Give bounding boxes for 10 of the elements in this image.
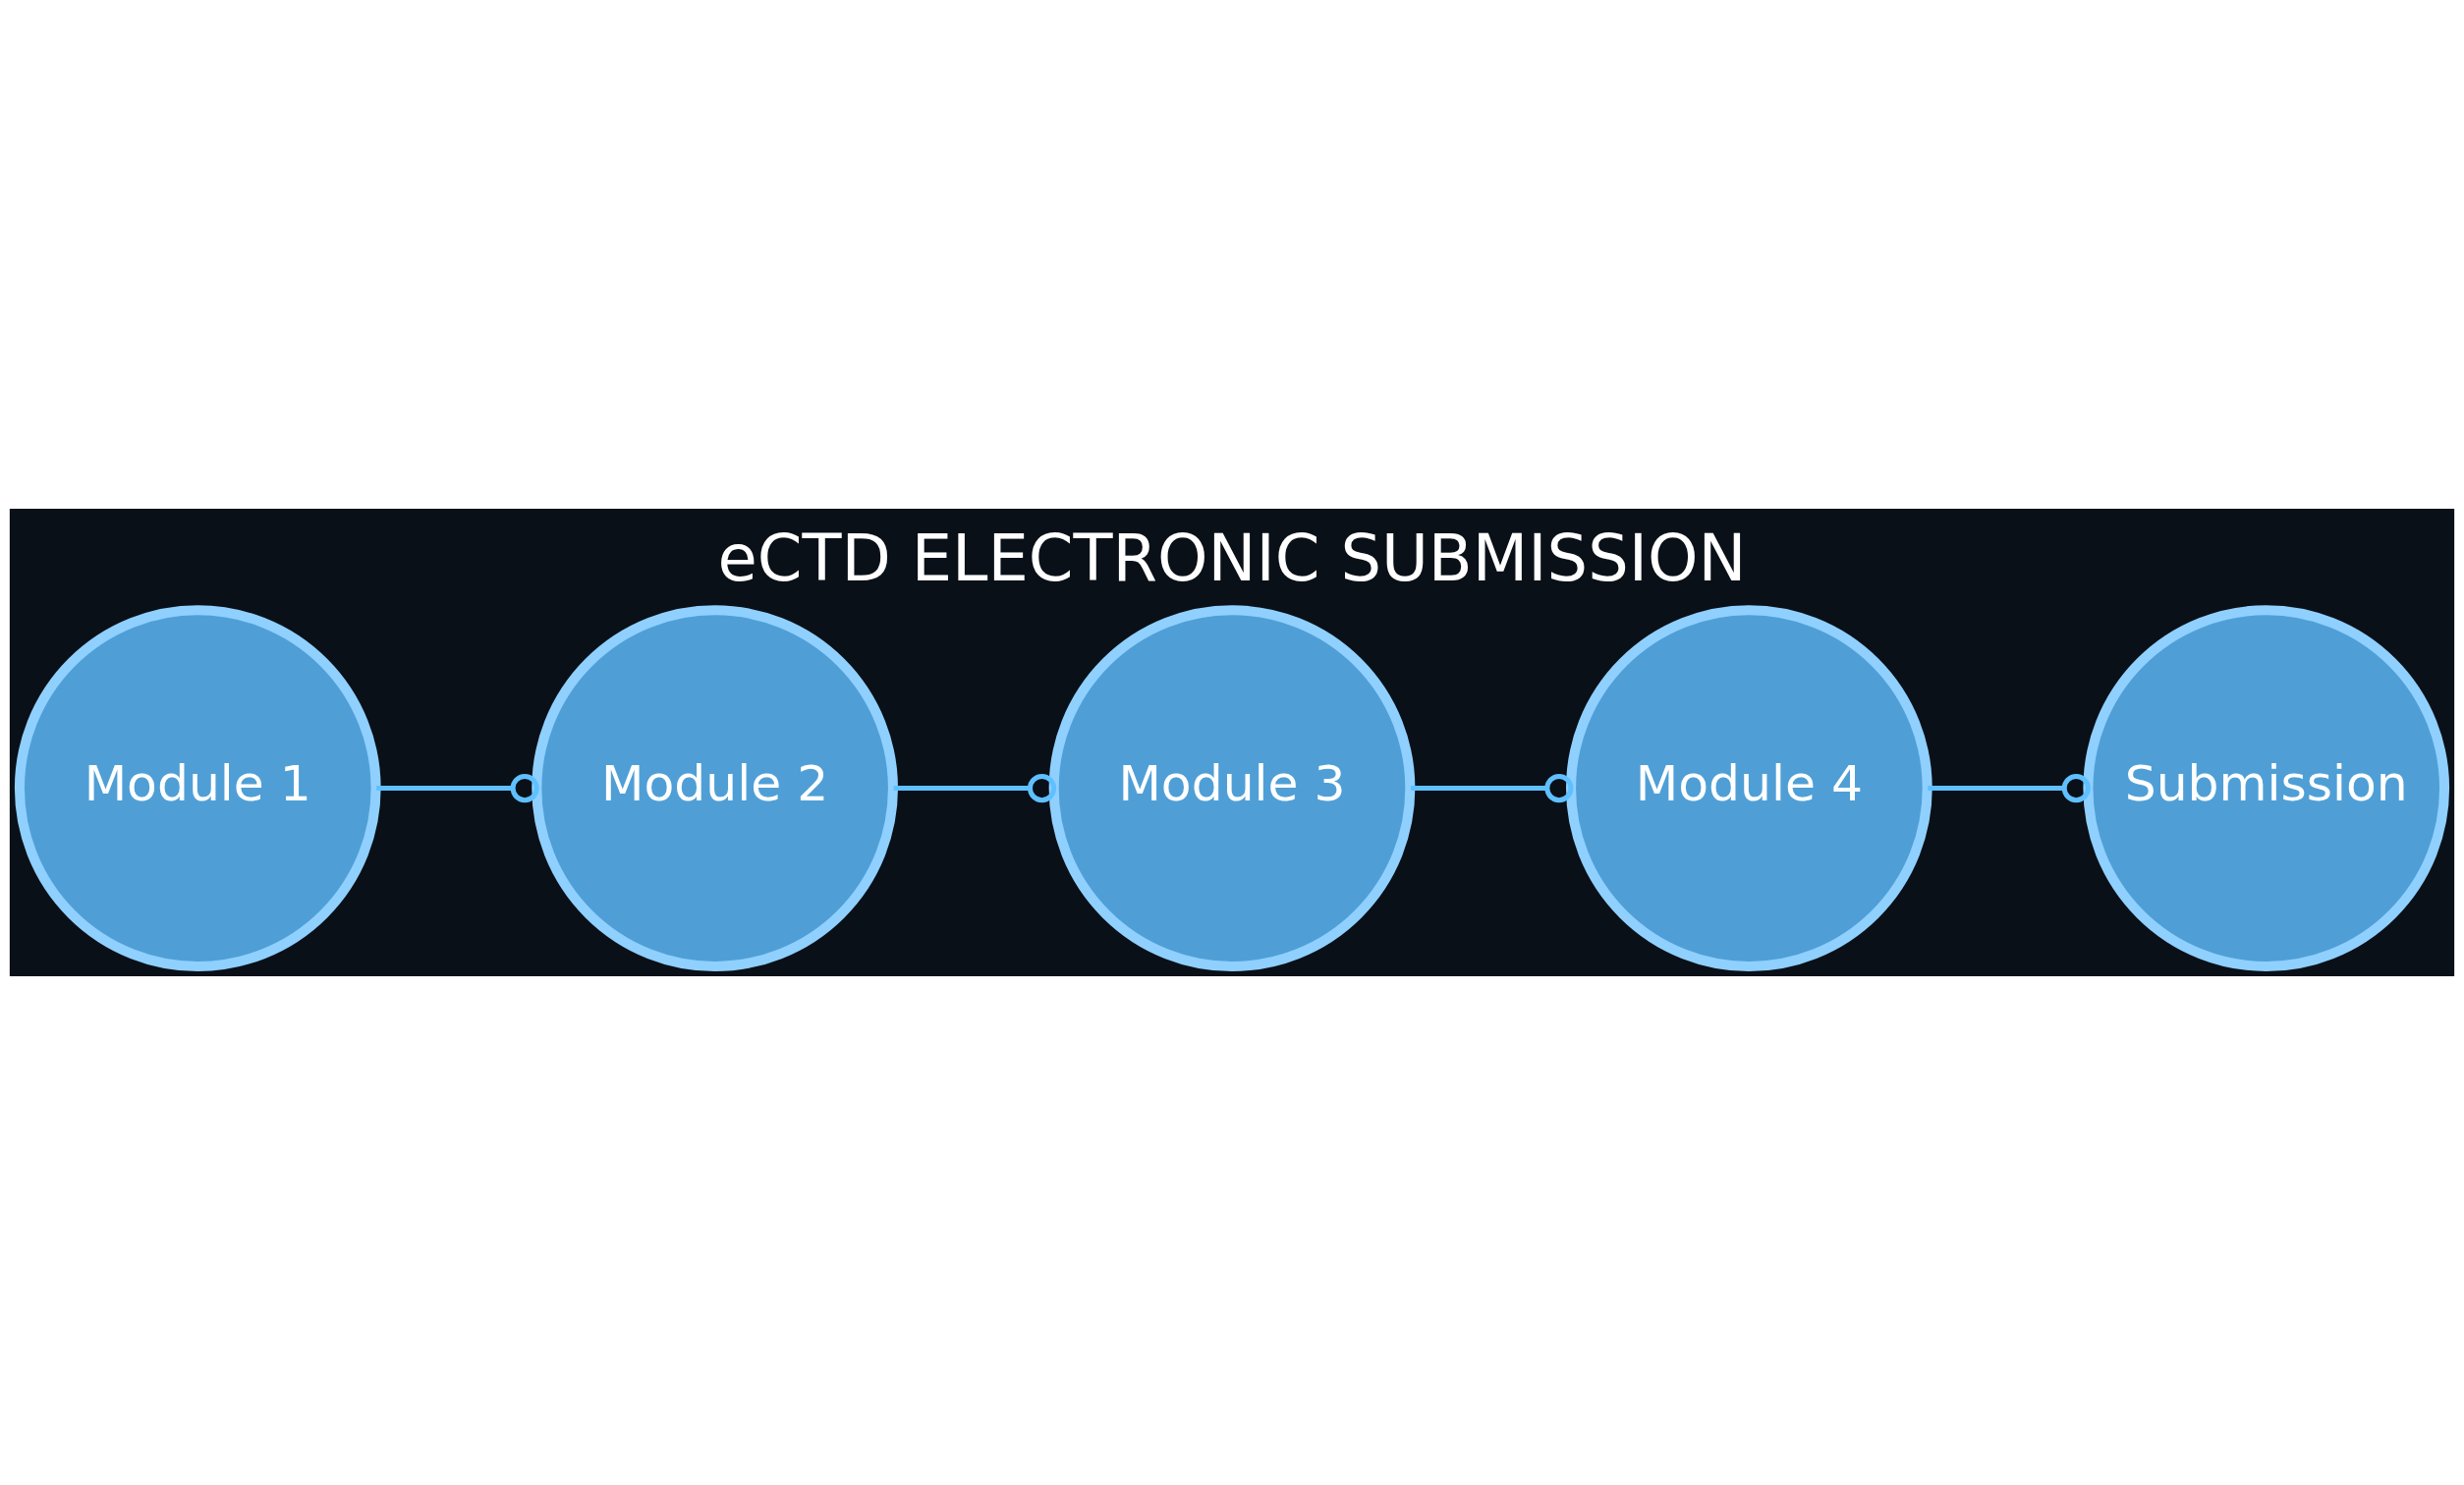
connector — [376, 774, 539, 803]
connector — [893, 774, 1057, 803]
node-circle: Module 2 — [532, 605, 898, 971]
connector — [1928, 774, 2091, 803]
node-circle: Submission — [2083, 605, 2450, 971]
node-circle: Module 4 — [1566, 605, 1932, 971]
node-circle: Module 3 — [1048, 605, 1416, 971]
node-circle: Module 1 — [14, 605, 381, 971]
connector — [1410, 774, 1574, 803]
diagram-title: eCTD ELECTRONIC SUBMISSION — [717, 520, 1747, 595]
